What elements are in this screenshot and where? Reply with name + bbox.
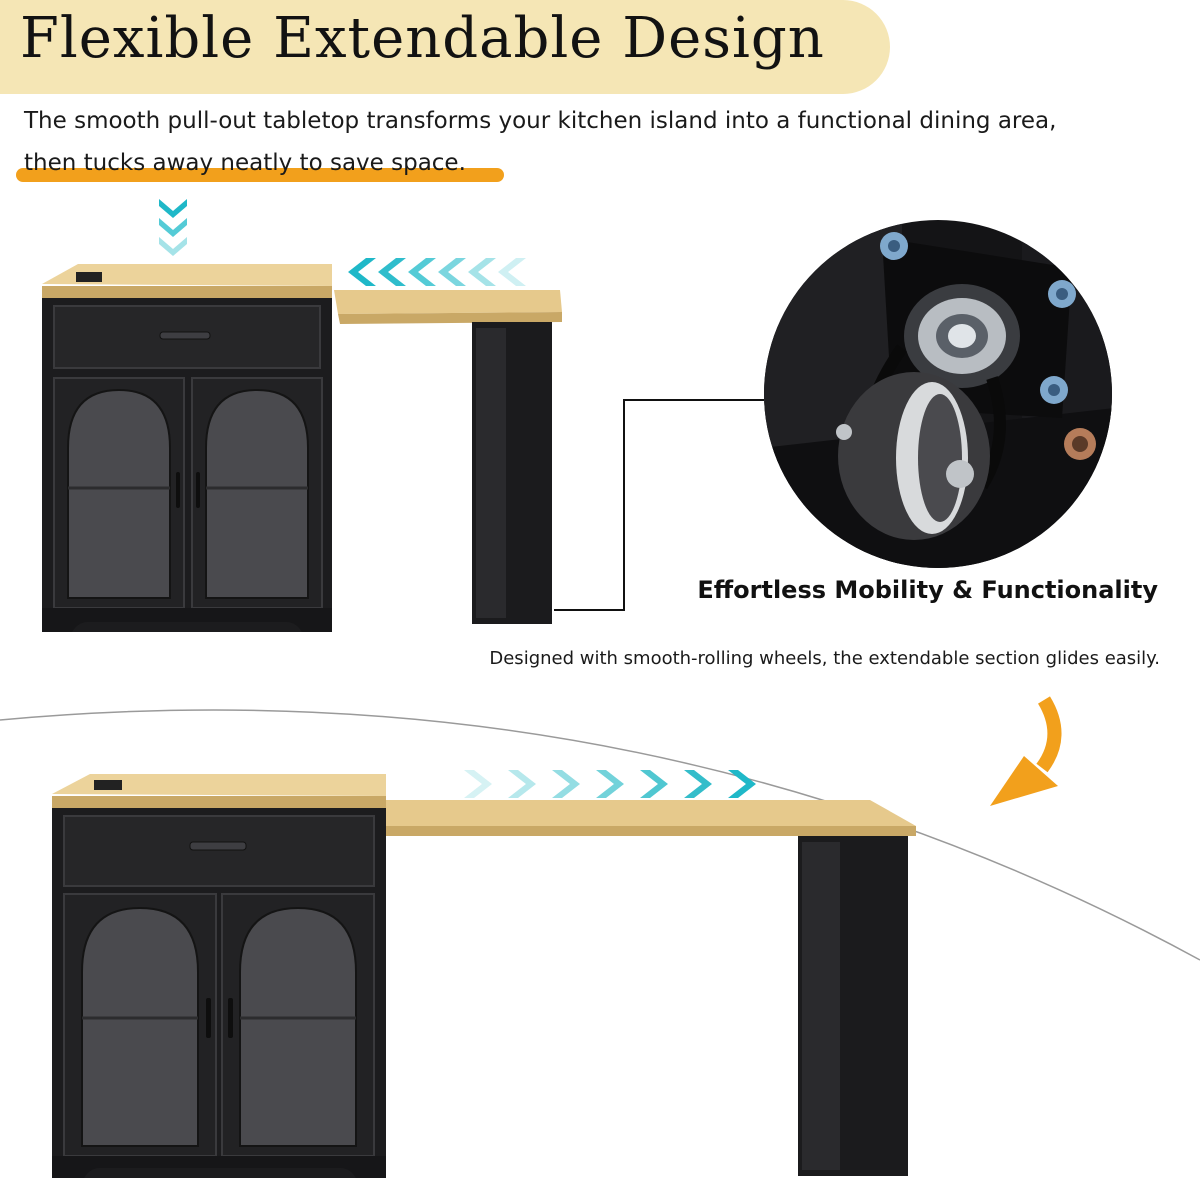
chevron-down-icon [159, 199, 187, 256]
callout-connector [554, 399, 764, 611]
highlight-underline [16, 168, 504, 182]
intro-text-line-2: then tucks away neatly to save space. [24, 150, 466, 176]
intro-text-line-1: The smooth pull-out tabletop transforms … [24, 108, 1057, 134]
curved-arrow-icon [990, 696, 1062, 806]
kitchen-island-extended [52, 774, 916, 1178]
chevron-left-icon [348, 258, 526, 286]
feature-title: Effortless Mobility & Functionality [697, 576, 1158, 604]
chevron-right-icon [464, 770, 756, 798]
section-divider-curve [0, 709, 1200, 961]
title-banner [0, 0, 890, 94]
feature-description: Designed with smooth-rolling wheels, the… [489, 648, 1160, 669]
kitchen-island-retracted [42, 264, 562, 632]
wheel-closeup [764, 220, 1112, 568]
page-title: Flexible Extendable Design [20, 6, 825, 71]
